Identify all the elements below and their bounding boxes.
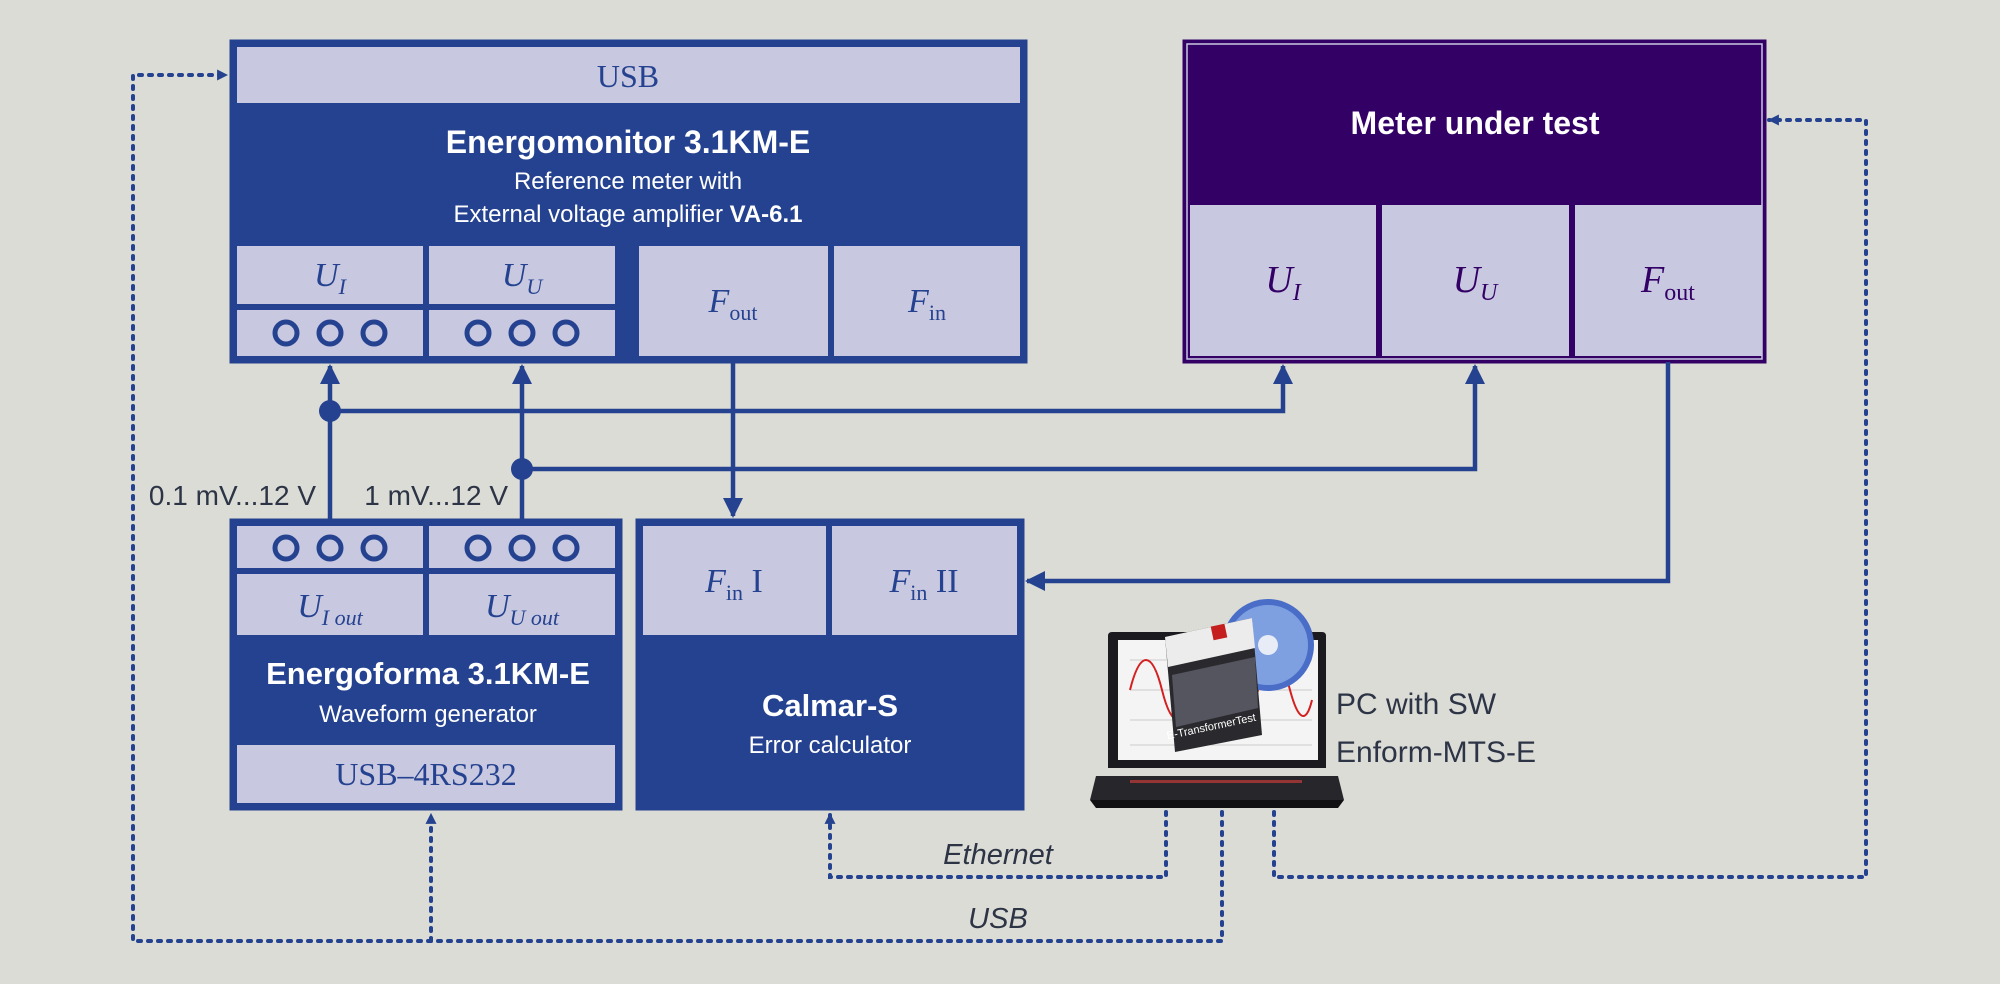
- energoforma-range-i-label: 0.1 mV...12 V: [149, 480, 316, 511]
- energomonitor-title: Energomonitor 3.1KM-E: [446, 124, 810, 160]
- energoforma-ui-sockets: [272, 534, 388, 562]
- meter-uu-terminal-label: UU: [1453, 259, 1499, 306]
- energoforma-ui-out-label: UI out: [297, 588, 363, 630]
- energomonitor-fin-label: Fin: [907, 283, 946, 325]
- energoforma-desc: Waveform generator: [319, 701, 537, 728]
- pc-label-line2: Enform-MTS-E: [1336, 736, 1536, 769]
- calmar-block: Fin I Fin II Calmar-S Error calculator: [635, 518, 1025, 811]
- meter-under-test-title: Meter under test: [1351, 105, 1600, 141]
- energoforma-block: UI out UU out Energoforma 3.1KM-E Wavefo…: [229, 518, 623, 811]
- energoforma-uu-sockets: [464, 534, 580, 562]
- meter-under-test-block: Meter under test UI UU Fout: [1182, 39, 1767, 364]
- energoforma-range-u-label: 1 mV...12 V: [364, 480, 508, 511]
- energomonitor-ui-sockets: [272, 319, 388, 347]
- energomonitor-block: USB Energomonitor 3.1KM-E Reference mete…: [229, 39, 1028, 364]
- energomonitor-uu-terminal-label: UU: [502, 257, 545, 299]
- energomonitor-usb-port: USB: [597, 58, 659, 94]
- uu-to-meter-line: [522, 364, 1485, 472]
- uu-junction-dot: [511, 458, 533, 480]
- ui-to-meter-line: [330, 364, 1293, 414]
- pc-label-line1: PC with SW: [1336, 688, 1497, 721]
- energomonitor-desc-line2: External voltage amplifier VA-6.1: [453, 201, 802, 228]
- energomonitor-ui-terminal-label: UI: [314, 257, 348, 299]
- usb-bus-line: [131, 69, 1224, 943]
- energoforma-uu-out-label: UU out: [485, 588, 560, 630]
- energomonitor-fout-label: Fout: [708, 283, 758, 325]
- calmar-desc: Error calculator: [749, 732, 912, 759]
- signal-lines: [320, 362, 1671, 591]
- energomonitor-desc-line1: Reference meter with: [514, 168, 742, 195]
- meter-usb-line: [1272, 114, 1868, 879]
- meter-fout-to-calmar-line: [1025, 362, 1671, 591]
- pc-laptop-image: E-TransformerTest: [1090, 599, 1344, 808]
- meter-fout-label: Fout: [1640, 259, 1695, 306]
- calmar-title: Calmar-S: [762, 688, 898, 723]
- calmar-fin1-label: Fin I: [704, 563, 763, 605]
- usb-label: USB: [968, 903, 1028, 935]
- ui-junction-dot: [319, 400, 341, 422]
- dotted-connections: [131, 69, 1868, 943]
- energoforma-title: Energoforma 3.1KM-E: [266, 656, 590, 691]
- ethernet-line: [824, 810, 1168, 879]
- energoforma-usb-port: USB–4RS232: [335, 756, 516, 792]
- meter-ui-terminal-label: UI: [1265, 259, 1301, 306]
- ethernet-label: Ethernet: [943, 839, 1055, 871]
- energomonitor-uu-sockets: [464, 319, 580, 347]
- calmar-fin2-label: Fin II: [888, 563, 958, 605]
